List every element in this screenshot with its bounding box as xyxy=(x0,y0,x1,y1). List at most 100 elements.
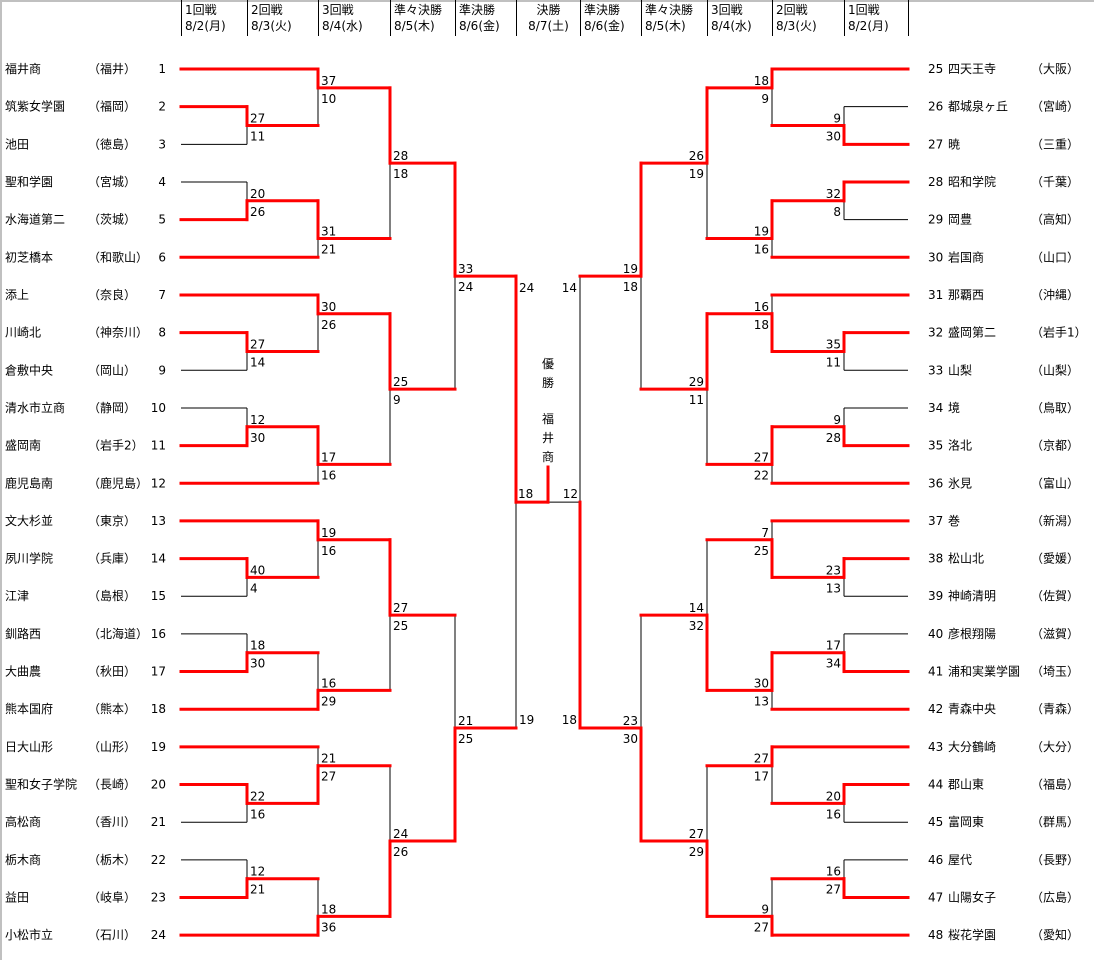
team-prefecture: （大阪） xyxy=(1031,62,1079,76)
score-bottom: 18 xyxy=(754,318,769,332)
team-name: 松山北 xyxy=(948,552,984,566)
score-top: 21 xyxy=(458,714,473,728)
score-top: 9 xyxy=(833,111,841,125)
team-prefecture: （埼玉） xyxy=(1031,665,1079,679)
team-prefecture: （佐賀） xyxy=(1031,589,1079,603)
team-prefecture: （沖縄） xyxy=(1031,287,1079,302)
team-prefecture: （宮城） xyxy=(88,174,136,189)
score-top: 24 xyxy=(519,281,534,295)
team-prefecture: （東京） xyxy=(88,514,136,528)
team-seed: 28 xyxy=(928,175,943,189)
score-top: 27 xyxy=(250,337,265,351)
round-name: 3回戦 xyxy=(322,3,354,17)
team-prefecture: （京都） xyxy=(1031,439,1079,453)
score-bottom: 27 xyxy=(754,920,769,934)
team-seed: 42 xyxy=(928,702,943,716)
round-date: 8/2(月) xyxy=(185,19,226,33)
champion-name: 福井商 xyxy=(541,412,554,464)
team-name: 氷見 xyxy=(948,476,972,490)
team-name: 水海道第二 xyxy=(5,212,65,227)
team-name: 熊本国府 xyxy=(5,701,53,716)
score-top: 18 xyxy=(321,902,336,916)
team-prefecture: （鹿児島） xyxy=(88,475,148,490)
score-bottom: 30 xyxy=(826,129,841,143)
team-name: 山梨 xyxy=(948,363,972,377)
team-seed: 10 xyxy=(151,401,166,415)
team-seed: 14 xyxy=(151,552,166,566)
team-seed: 19 xyxy=(151,740,166,754)
round-column-6: 決勝 8/7(土) xyxy=(516,0,580,36)
score-bottom: 11 xyxy=(826,355,841,369)
team-name: 盛岡南 xyxy=(5,438,41,453)
score-top: 27 xyxy=(754,450,769,464)
team-prefecture: （岩手1） xyxy=(1031,325,1087,340)
team-prefecture: （岡山） xyxy=(88,363,136,377)
team-prefecture: （高知） xyxy=(1031,212,1079,227)
team-name: 那覇西 xyxy=(948,288,984,302)
round-name: 決勝 xyxy=(536,3,561,17)
team-prefecture: （神奈川） xyxy=(88,326,148,340)
team-seed: 25 xyxy=(928,62,943,76)
round-name: 準々決勝 xyxy=(645,3,694,17)
score-top: 22 xyxy=(250,789,265,803)
team-name: 夙川学院 xyxy=(5,551,53,566)
score-top: 20 xyxy=(826,789,841,803)
score-top: 7 xyxy=(761,526,769,540)
team-seed: 16 xyxy=(151,627,166,641)
score-top: 18 xyxy=(250,639,265,653)
team-name: 清水市立商 xyxy=(5,400,65,415)
team-seed: 46 xyxy=(928,853,943,867)
score-bottom: 16 xyxy=(754,242,769,256)
score-top: 30 xyxy=(754,676,769,690)
round-name: 準々決勝 xyxy=(394,3,443,17)
score-bottom: 29 xyxy=(321,694,336,708)
score-bottom: 18 xyxy=(393,167,408,181)
team-prefecture: （大分） xyxy=(1031,740,1079,754)
score-top: 33 xyxy=(458,262,473,276)
team-seed: 17 xyxy=(151,665,166,679)
team-seed: 44 xyxy=(928,778,943,792)
score-top: 16 xyxy=(321,676,336,690)
team-name: 都城泉ヶ丘 xyxy=(948,100,1008,114)
score-bottom: 26 xyxy=(393,845,408,859)
team-prefecture: （栃木） xyxy=(88,853,136,867)
score-bottom: 21 xyxy=(321,242,336,256)
score-bottom: 17 xyxy=(754,770,769,784)
score-bottom: 24 xyxy=(458,280,473,294)
score-bottom: 4 xyxy=(250,581,258,595)
score-top: 27 xyxy=(393,601,408,615)
team-name: 彦根翔陽 xyxy=(948,626,996,641)
team-seed: 12 xyxy=(151,476,166,490)
score-top: 26 xyxy=(689,149,704,163)
score-bottom: 26 xyxy=(321,318,336,332)
score-bottom: 11 xyxy=(689,393,704,407)
team-name: 巻 xyxy=(948,514,960,528)
team-prefecture: （徳島） xyxy=(88,136,136,151)
round-date: 8/7(土) xyxy=(528,19,569,33)
team-seed: 5 xyxy=(158,213,166,227)
final-score-right: 12 xyxy=(563,487,578,501)
score-bottom: 13 xyxy=(754,694,769,708)
team-prefecture: （岐阜） xyxy=(88,891,136,905)
team-name: 境 xyxy=(948,400,960,415)
score-top: 16 xyxy=(826,865,841,879)
score-top: 16 xyxy=(754,300,769,314)
team-prefecture: （長崎） xyxy=(88,778,136,792)
score-top: 18 xyxy=(754,74,769,88)
team-prefecture: （青森） xyxy=(1031,701,1079,716)
team-seed: 2 xyxy=(158,100,166,114)
score-bottom: 16 xyxy=(321,544,336,558)
score-top: 32 xyxy=(826,187,841,201)
team-name: 桜花学園 xyxy=(948,927,996,942)
team-prefecture: （愛知） xyxy=(1031,928,1079,942)
team-seed: 29 xyxy=(928,213,943,227)
score-top: 14 xyxy=(689,601,704,615)
score-top: 14 xyxy=(562,281,577,295)
team-prefecture: （千葉） xyxy=(1031,175,1079,189)
team-seed: 33 xyxy=(928,363,943,377)
team-seed: 45 xyxy=(928,815,943,829)
